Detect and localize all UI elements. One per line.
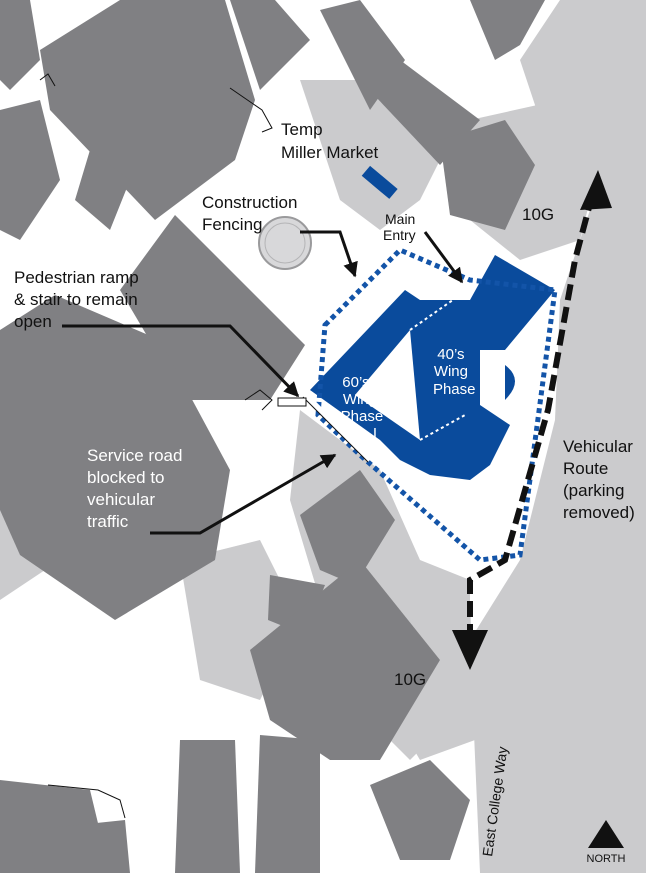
arrow-service-road bbox=[150, 453, 337, 535]
label-main-entry: Main Entry bbox=[383, 211, 419, 243]
project-building bbox=[310, 255, 555, 480]
label-service-road: Service road blocked to vehicular traffi… bbox=[87, 446, 187, 531]
north-arrow: NORTH bbox=[587, 820, 626, 865]
building bbox=[75, 150, 130, 230]
building bbox=[0, 0, 40, 90]
project-courtyard bbox=[355, 330, 420, 440]
label-lot-10g-north: 10G bbox=[522, 205, 554, 224]
vehicular-route-arrow-south bbox=[452, 630, 488, 670]
label-construction-fencing: Construction Fencing bbox=[202, 193, 302, 234]
buildings bbox=[0, 0, 545, 873]
temp-market-block bbox=[361, 165, 398, 199]
building bbox=[40, 0, 255, 220]
vehicular-route bbox=[467, 184, 598, 640]
building bbox=[300, 470, 395, 585]
north-arrow-icon bbox=[588, 820, 624, 848]
building bbox=[470, 0, 545, 60]
building bbox=[0, 295, 230, 620]
pedestrian-ramp-edge bbox=[302, 396, 369, 463]
circular-plaza bbox=[258, 216, 312, 270]
building bbox=[30, 820, 130, 873]
label-wing-40s: 40’s Wing Phase Ⅱ bbox=[433, 346, 487, 398]
building bbox=[255, 735, 320, 873]
north-label: NORTH bbox=[587, 853, 626, 865]
building-edge bbox=[244, 389, 273, 411]
label-vehicular-route: Vehicular Route (parking removed) bbox=[563, 437, 638, 522]
building bbox=[175, 740, 240, 873]
vehicular-route-arrow-north bbox=[580, 170, 612, 210]
label-lot-10g-south: 10G bbox=[394, 670, 426, 689]
label-wing-60s: 60’s Wing Phase I bbox=[341, 374, 388, 442]
arrow-main-entry bbox=[423, 231, 464, 284]
building bbox=[230, 0, 310, 90]
wing-division-line bbox=[419, 414, 466, 441]
arrow-pedestrian-ramp bbox=[62, 324, 300, 398]
label-temp-market: Temp Miller Market bbox=[281, 120, 379, 162]
circular-plaza-inner bbox=[264, 222, 306, 264]
building-edge bbox=[39, 73, 56, 87]
callout-arrows bbox=[62, 230, 464, 535]
building bbox=[370, 760, 470, 860]
construction-fence bbox=[315, 247, 558, 563]
pedestrian-ramp bbox=[302, 392, 373, 463]
paving-east-strip bbox=[470, 0, 646, 873]
building-edge bbox=[229, 87, 273, 133]
building bbox=[440, 120, 535, 230]
building-edges bbox=[39, 73, 273, 819]
building-edge bbox=[47, 784, 126, 819]
arrow-construction-fencing bbox=[300, 230, 358, 278]
building bbox=[250, 560, 440, 760]
ramp-stair bbox=[277, 397, 307, 407]
building bbox=[0, 100, 60, 240]
wing-division-line bbox=[409, 294, 461, 331]
project-bump bbox=[505, 365, 515, 400]
label-pedestrian-ramp: Pedestrian ramp & stair to remain open bbox=[14, 268, 143, 331]
